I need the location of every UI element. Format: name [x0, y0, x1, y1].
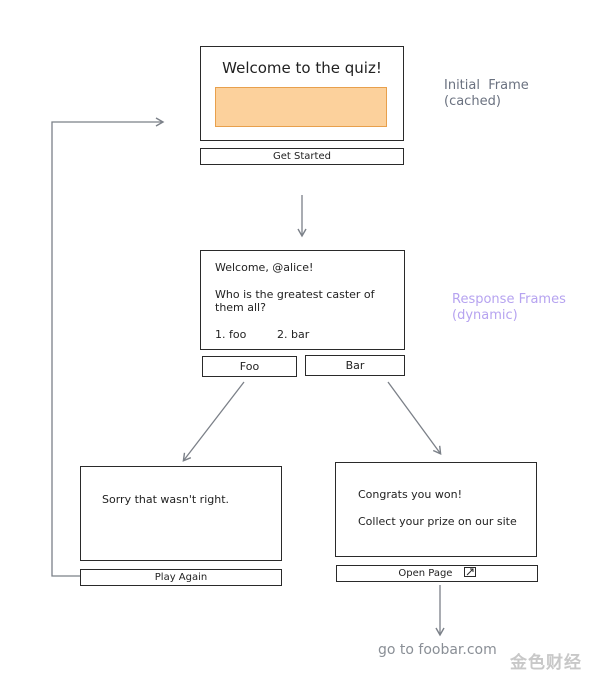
response-question-line-2: them all? — [215, 301, 266, 314]
response-frames-note-title: Response Frames — [452, 292, 566, 307]
open-page-button[interactable]: Open Page — [336, 565, 538, 582]
response-question-line-1: Who is the greatest caster of — [215, 288, 375, 301]
arrow-foo-to-wrong — [182, 381, 245, 462]
bar-button[interactable]: Bar — [305, 355, 405, 376]
win-message-2: Collect your prize on our site — [358, 515, 517, 528]
wrong-answer-message: Sorry that wasn't right. — [102, 493, 230, 506]
get-started-button[interactable]: Get Started — [200, 148, 404, 165]
win-message-1: Congrats you won! — [358, 488, 462, 501]
response-question: Who is the greatest caster of them all? — [215, 288, 375, 314]
response-greeting: Welcome, @alice! — [215, 261, 314, 274]
initial-frame-note-title: Initial Frame — [444, 78, 529, 93]
foo-button[interactable]: Foo — [202, 356, 297, 377]
open-page-label: Open Page — [398, 568, 453, 579]
response-option-2: 2. bar — [277, 328, 310, 341]
external-link-icon — [463, 567, 476, 577]
arrow-play-again-loop — [51, 117, 165, 577]
play-again-button[interactable]: Play Again — [80, 569, 282, 586]
foobar-link[interactable]: go to foobar.com — [378, 642, 497, 658]
initial-frame-image-placeholder — [215, 87, 387, 127]
response-frame: Welcome, @alice! Who is the greatest cas… — [200, 250, 405, 350]
win-frame: Congrats you won! Collect your prize on … — [335, 462, 537, 557]
arrow-bar-to-win — [387, 381, 442, 455]
initial-frame: Welcome to the quiz! — [200, 46, 404, 141]
watermark-text: 金色财经 — [510, 653, 582, 673]
response-frames-note-subtitle: (dynamic) — [452, 308, 518, 323]
response-frames-note: Response Frames (dynamic) — [452, 292, 566, 324]
initial-frame-title: Welcome to the quiz! — [222, 59, 382, 77]
initial-frame-note: Initial Frame (cached) — [444, 78, 529, 110]
initial-frame-note-subtitle: (cached) — [444, 94, 501, 109]
wrong-answer-frame: Sorry that wasn't right. — [80, 466, 282, 561]
response-option-1: 1. foo — [215, 328, 247, 341]
